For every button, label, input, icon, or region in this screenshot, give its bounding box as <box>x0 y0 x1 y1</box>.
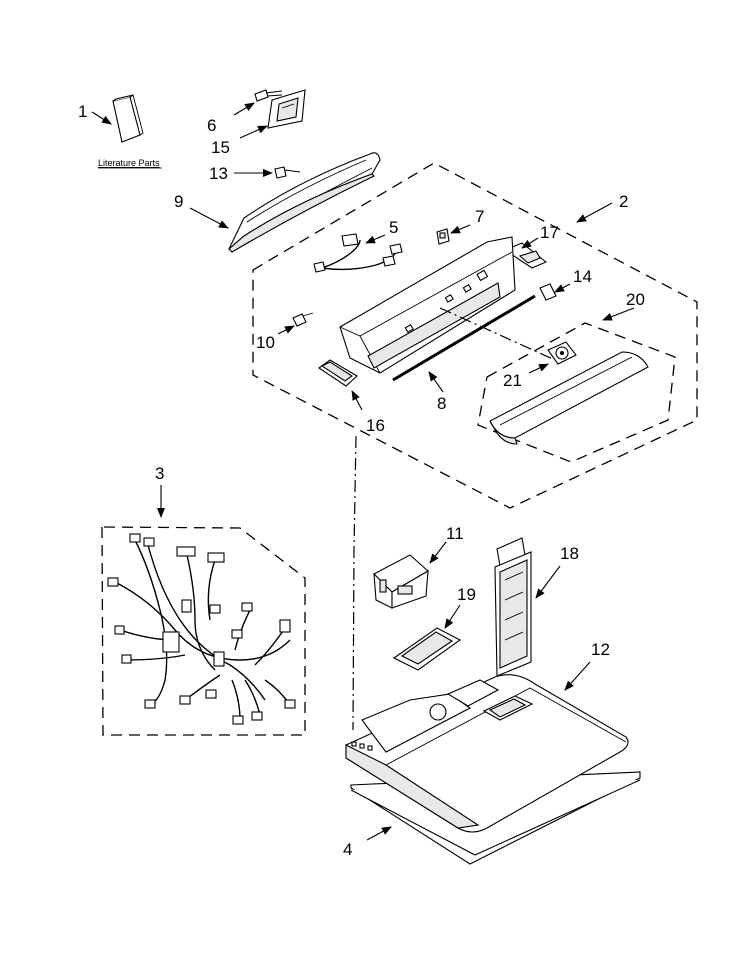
callout-7: 7 <box>475 207 484 226</box>
leader-line-console <box>352 435 357 731</box>
callout-13: 13 <box>209 164 228 183</box>
callout-21: 21 <box>503 371 522 390</box>
callout-20: 20 <box>626 290 645 309</box>
arrow-18 <box>535 565 561 599</box>
part-12-top-cover <box>345 674 629 833</box>
callout-18: 18 <box>560 544 579 563</box>
callout-1: 1 <box>78 102 87 121</box>
literature-parts-label: Literature Parts <box>98 158 160 168</box>
callout-4: 4 <box>343 840 352 859</box>
literature-booklet <box>112 94 144 143</box>
callout-16: 16 <box>366 416 385 435</box>
part-3-wire-harness <box>107 533 296 725</box>
arrow-9 <box>189 207 229 229</box>
arrow-14 <box>554 283 571 293</box>
part-13-screw <box>274 166 301 179</box>
arrow-1 <box>91 111 112 125</box>
part-19-bracket <box>392 627 462 671</box>
arrow-21 <box>528 363 549 374</box>
part-11-control-board <box>373 554 429 609</box>
arrow-17 <box>521 237 539 249</box>
arrow-8 <box>428 371 444 393</box>
callout-17: 17 <box>540 223 559 242</box>
callout-12: 12 <box>591 640 610 659</box>
callout-10: 10 <box>256 333 275 352</box>
arrow-5 <box>365 234 386 244</box>
callout-19: 19 <box>457 585 476 604</box>
arrow-7 <box>450 224 471 234</box>
callout-2: 2 <box>619 192 628 211</box>
arrow-6 <box>233 102 255 116</box>
callout-9: 9 <box>174 192 183 211</box>
arrow-10 <box>277 325 295 335</box>
callout-6: 6 <box>207 116 216 135</box>
leader-line-20 <box>439 307 556 361</box>
part-18-lint-screen <box>494 537 532 677</box>
callout-5: 5 <box>389 218 398 237</box>
callout-14: 14 <box>573 267 592 286</box>
arrow-2 <box>576 202 613 223</box>
arrow-12 <box>564 661 591 691</box>
arrow-11 <box>429 541 447 564</box>
callout-8: 8 <box>437 394 446 413</box>
arrow-20 <box>602 307 635 321</box>
part-21-knob <box>547 341 577 365</box>
arrow-19 <box>444 604 461 629</box>
subassembly-20-boundary <box>477 322 676 463</box>
callout-3: 3 <box>155 464 164 483</box>
harness-3-boundary <box>101 526 306 736</box>
part-6-screw <box>254 89 283 102</box>
part-10-screw <box>292 312 314 327</box>
part-8-strip <box>392 294 536 382</box>
part-16-board <box>318 359 358 387</box>
part-5-wire-harness <box>313 233 403 273</box>
arrow-4 <box>366 826 392 841</box>
callout-11: 11 <box>446 524 464 543</box>
part-20-cover <box>489 351 649 445</box>
arrow-15 <box>239 125 268 139</box>
part-9-console-trim <box>228 152 381 253</box>
part-14-clip <box>539 283 557 301</box>
part-17-bracket <box>503 242 548 269</box>
console-panel <box>339 236 516 374</box>
part-7-switch <box>436 228 450 245</box>
part-15-bracket <box>267 89 306 129</box>
arrow-16 <box>351 390 363 411</box>
console-assembly-boundary <box>252 162 698 509</box>
callout-15: 15 <box>211 138 230 157</box>
